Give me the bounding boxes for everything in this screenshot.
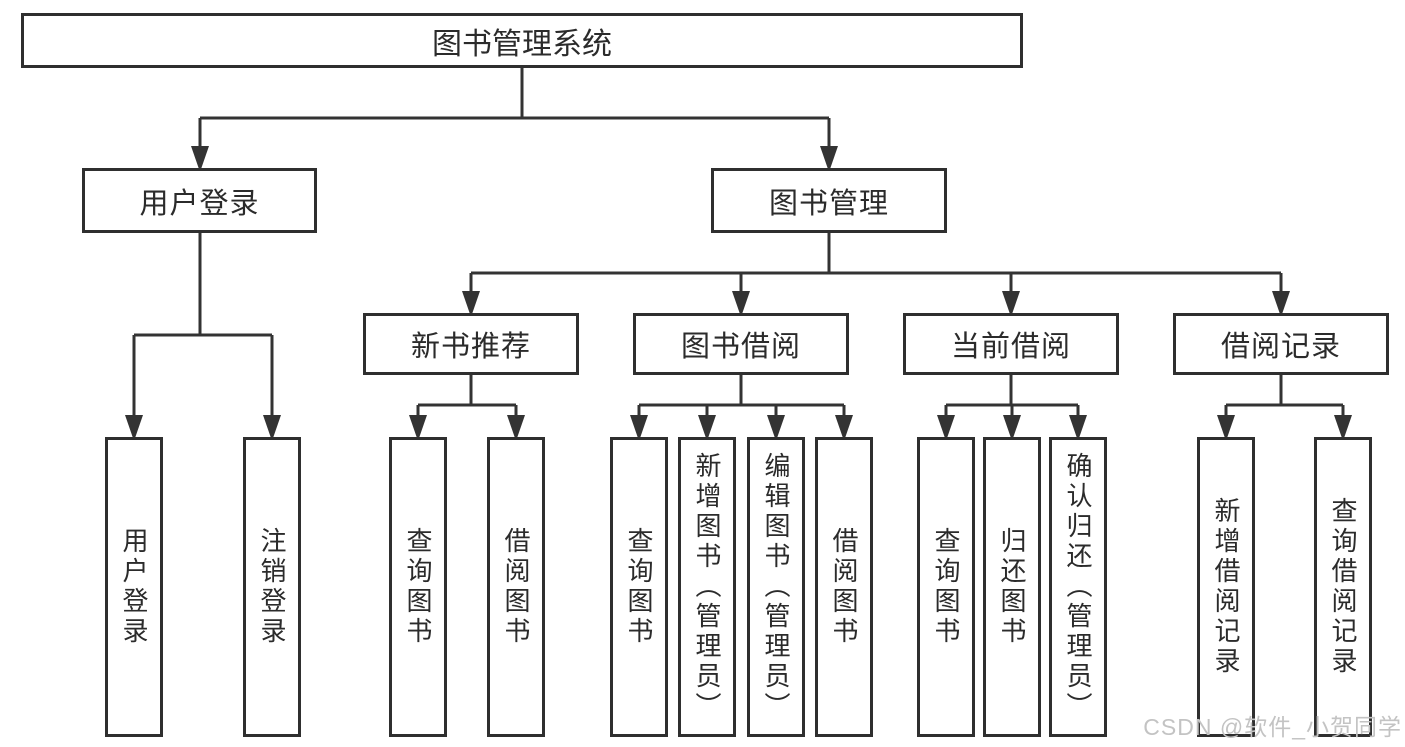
arrowhead — [767, 415, 785, 441]
csdn-watermark: CSDN @软件_小贺同学 — [1143, 714, 1402, 740]
leaf-confirm-return-admin: 确认归还（管理员） — [1049, 437, 1107, 737]
arrowhead — [820, 146, 838, 172]
node-root-library-system: 图书管理系统 — [21, 13, 1023, 68]
arrowhead — [1217, 415, 1235, 441]
leaf-query-books-3: 查询图书 — [917, 437, 975, 737]
node-current-borrow: 当前借阅 — [903, 313, 1119, 375]
leaf-logout: 注销登录 — [243, 437, 301, 737]
arrowhead — [1069, 415, 1087, 441]
arrowhead — [1272, 291, 1290, 317]
connector-current-borrow-to-leaves — [944, 375, 1080, 420]
leaf-borrow-books-2: 借阅图书 — [815, 437, 873, 737]
arrowhead — [409, 415, 427, 441]
arrowhead — [263, 415, 281, 441]
arrowhead — [1003, 415, 1021, 441]
leaf-query-borrow-record: 查询借阅记录 — [1314, 437, 1372, 737]
leaf-edit-books-admin: 编辑图书（管理员） — [747, 437, 805, 737]
leaf-query-books-1: 查询图书 — [389, 437, 447, 737]
arrowhead — [630, 415, 648, 441]
node-book-management: 图书管理 — [711, 168, 947, 233]
node-borrow-records: 借阅记录 — [1173, 313, 1389, 375]
node-book-borrow: 图书借阅 — [633, 313, 849, 375]
arrowhead — [937, 415, 955, 441]
connector-root-to-level2 — [198, 68, 831, 150]
connector-book-borrow-to-leaves — [637, 375, 846, 420]
connector-book-mgmt-to-level3 — [469, 233, 1283, 295]
arrowhead — [462, 291, 480, 317]
arrowhead — [1334, 415, 1352, 441]
connector-new-book-rec-to-leaves — [416, 375, 518, 420]
leaf-user-login: 用户登录 — [105, 437, 163, 737]
leaf-add-borrow-record: 新增借阅记录 — [1197, 437, 1255, 737]
leaf-add-books-admin: 新增图书（管理员） — [678, 437, 736, 737]
arrowhead — [835, 415, 853, 441]
node-new-book-recommend: 新书推荐 — [363, 313, 579, 375]
node-user-login: 用户登录 — [82, 168, 317, 233]
arrowhead — [698, 415, 716, 441]
arrowhead — [732, 291, 750, 317]
connector-borrow-records-to-leaves — [1224, 375, 1345, 420]
leaf-return-books: 归还图书 — [983, 437, 1041, 737]
leaf-borrow-books-1: 借阅图书 — [487, 437, 545, 737]
connector-user-login-to-leaves — [132, 233, 274, 420]
arrowhead — [125, 415, 143, 441]
leaf-query-books-2: 查询图书 — [610, 437, 668, 737]
arrowhead — [507, 415, 525, 441]
arrowhead — [191, 146, 209, 172]
arrowhead — [1002, 291, 1020, 317]
